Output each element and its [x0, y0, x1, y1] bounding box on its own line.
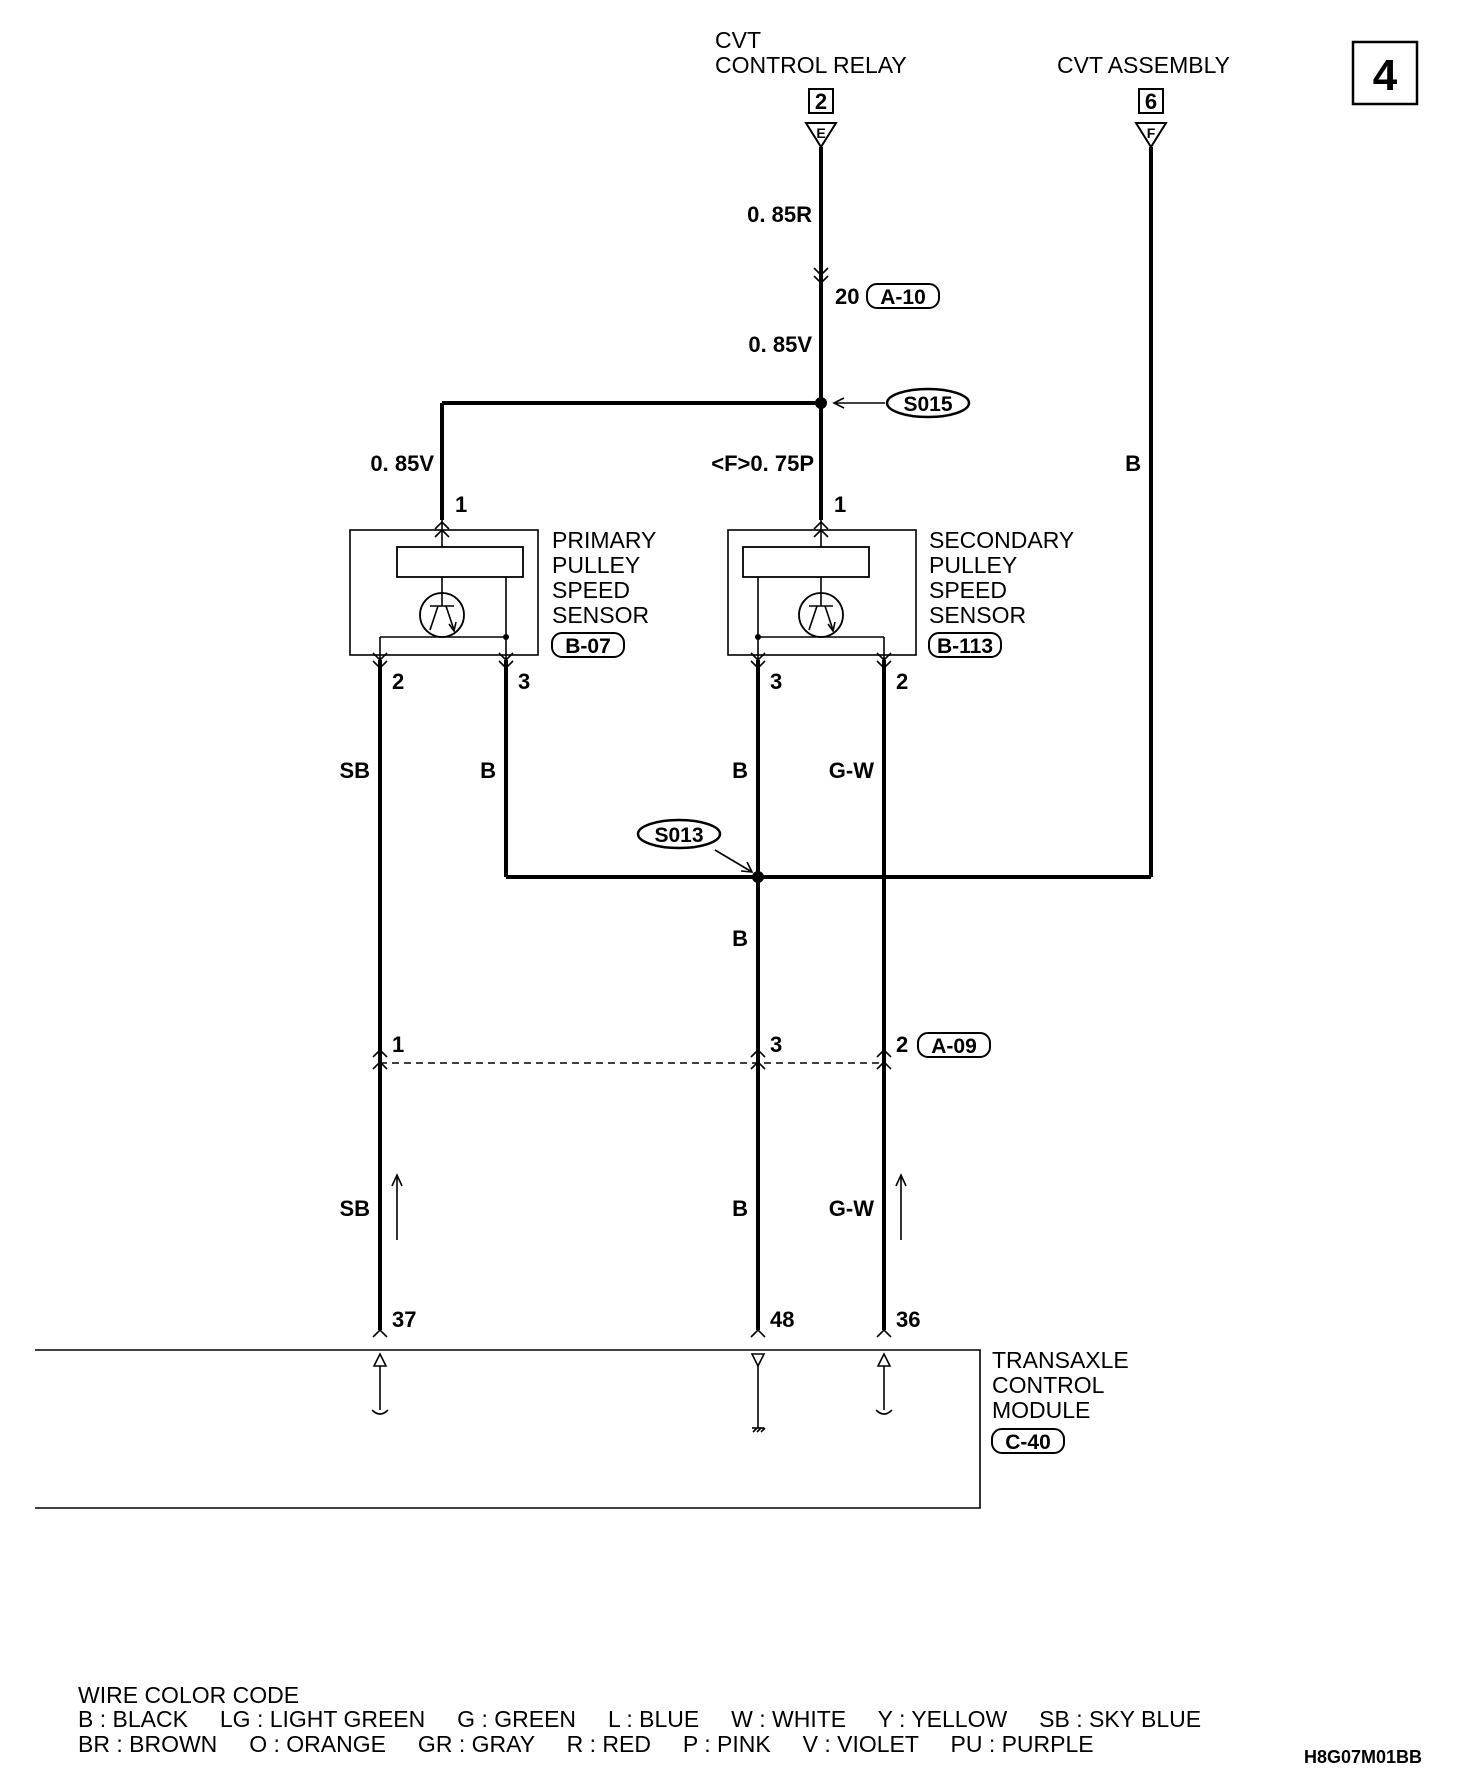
cvt-relay-label-2: CONTROL RELAY: [715, 52, 907, 78]
secondary-label-3: SPEED: [929, 577, 1007, 603]
wire-assembly-ground: B: [1125, 451, 1141, 476]
tcm-terminals: 37 48 36: [372, 1307, 920, 1338]
wire-lower-right: G-W: [829, 1196, 874, 1221]
cvt-assembly-connector-icon: F: [1134, 122, 1168, 149]
splice-s015: S015: [815, 387, 971, 419]
a09-connector: 1 3 2 A-09: [372, 1032, 991, 1070]
wire-primary-feed: 0. 85V: [370, 451, 434, 476]
cvt-relay-conn-letter: E: [816, 125, 825, 141]
a09-pin-right: 2: [896, 1032, 908, 1057]
c40-label: C-40: [1005, 1431, 1051, 1454]
cvt-relay-connector-icon: E: [804, 122, 838, 149]
primary-label-4: SENSOR: [552, 602, 649, 628]
cvt-assembly-pin: 6: [1145, 89, 1157, 114]
a10-connector: 20 A-10: [813, 267, 940, 309]
secondary-pin-left: 3: [770, 669, 782, 694]
primary-label-2: PULLEY: [552, 552, 640, 578]
legend-title: WIRE COLOR CODE: [78, 1682, 299, 1708]
secondary-pin-top: 1: [834, 492, 846, 517]
a10-pin: 20: [835, 284, 859, 309]
diagram-code: H8G07M01BB: [1304, 1747, 1422, 1767]
tcm-label-1: TRANSAXLE: [992, 1347, 1129, 1373]
wire-lower-left: SB: [339, 1196, 370, 1221]
primary-label-1: PRIMARY: [552, 527, 656, 553]
wire-primary-gnd: B: [480, 758, 496, 783]
wire-lower-center: B: [732, 1196, 748, 1221]
wire-secondary-sig: G-W: [829, 758, 874, 783]
secondary-label-4: SENSOR: [929, 602, 1026, 628]
cvt-assembly-conn-letter: F: [1147, 125, 1156, 141]
page-number-box: 4: [1351, 40, 1419, 106]
b07-label: B-07: [565, 635, 611, 658]
secondary-pin-right: 2: [896, 669, 908, 694]
primary-sensor: 1 2 3 PRIMARY PULLEY SPEED SENSOR B-07: [349, 492, 656, 694]
legend-row-2: BR : BROWN O : ORANGE GR : GRAY R : RED …: [78, 1731, 1094, 1757]
secondary-label-1: SECONDARY: [929, 527, 1074, 553]
wire-secondary-gnd: B: [732, 758, 748, 783]
wire-relay-bottom: 0. 85V: [748, 332, 812, 357]
cvt-assembly-label: CVT ASSEMBLY: [1057, 52, 1230, 78]
secondary-sensor: 1 3 2 SECONDARY PULLEY SPEED SENSOR B-11…: [727, 492, 1074, 694]
cvt-relay-label-1: CVT: [715, 27, 761, 53]
splice-s013: S013: [636, 818, 764, 883]
wire-secondary-feed: <F>0. 75P: [711, 451, 814, 476]
tcm-pin-left: 37: [392, 1307, 416, 1332]
tcm-label-2: CONTROL: [992, 1372, 1105, 1398]
page-number: 4: [1373, 51, 1398, 100]
a09-label: A-09: [931, 1035, 977, 1058]
a09-pin-center: 3: [770, 1032, 782, 1057]
wire-color-legend: WIRE COLOR CODE B : BLACK LG : LIGHT GRE…: [78, 1682, 1201, 1757]
wire-primary-sig: SB: [339, 758, 370, 783]
primary-pin-left: 2: [392, 669, 404, 694]
tcm-module: TRANSAXLE CONTROL MODULE C-40: [35, 1347, 1129, 1509]
tcm-label-3: MODULE: [992, 1397, 1090, 1423]
primary-label-3: SPEED: [552, 577, 630, 603]
secondary-label-2: PULLEY: [929, 552, 1017, 578]
cvt-relay-pin: 2: [815, 89, 827, 114]
wire-relay-top: 0. 85R: [747, 202, 812, 227]
primary-pin-right: 3: [518, 669, 530, 694]
wires: [378, 147, 1153, 1330]
tcm-pin-center: 48: [770, 1307, 794, 1332]
wire-center-mid: B: [732, 926, 748, 951]
signal-arrow-left-icon: [391, 1173, 403, 1240]
a09-pin-left: 1: [392, 1032, 404, 1057]
b113-label: B-113: [937, 635, 993, 658]
primary-pin-top: 1: [455, 492, 467, 517]
a10-label: A-10: [880, 286, 926, 309]
legend-row-1: B : BLACK LG : LIGHT GREEN G : GREEN L :…: [78, 1706, 1201, 1732]
tcm-pin-right: 36: [896, 1307, 920, 1332]
s015-label: S015: [903, 393, 952, 416]
signal-arrow-right-icon: [895, 1173, 907, 1240]
s013-label: S013: [654, 824, 703, 847]
